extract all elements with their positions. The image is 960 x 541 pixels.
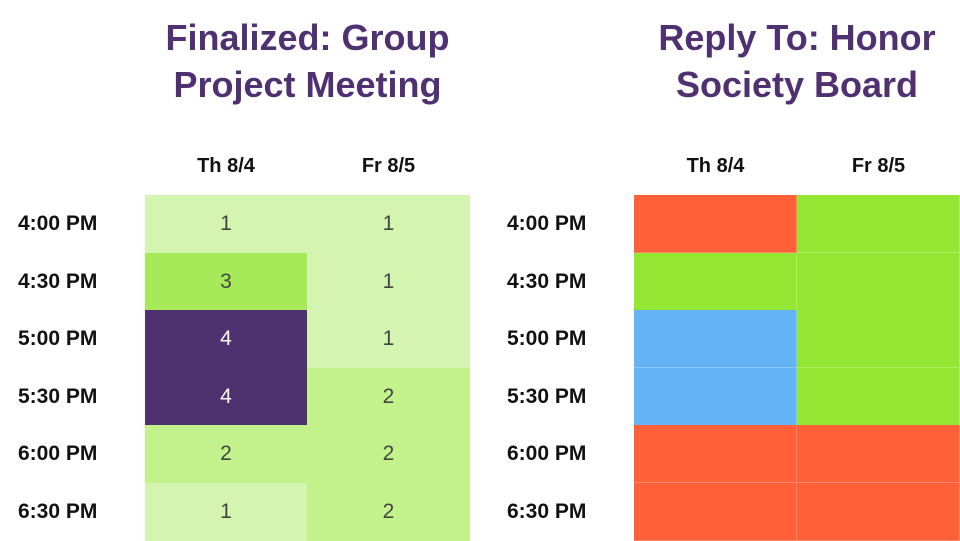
reply-availability-cell-available[interactable] bbox=[797, 252, 960, 311]
reply-time-label-4: 6:00 PM bbox=[507, 442, 587, 465]
reply-availability-cell-if-needed[interactable] bbox=[634, 367, 797, 426]
finalized-day-header-0: Th 8/4 bbox=[197, 155, 255, 177]
reply-title-line2: Society Board bbox=[675, 64, 919, 105]
reply-title-line1: Reply To: Honor bbox=[658, 17, 936, 58]
reply-day-header-1: Fr 8/5 bbox=[851, 155, 906, 177]
reply-availability-cell-available[interactable] bbox=[797, 367, 960, 426]
reply-time-label-1: 4:30 PM bbox=[507, 269, 587, 293]
reply-day-header-0: Th 8/4 bbox=[686, 155, 745, 177]
finalized-time-label-3: 5:30 PM bbox=[18, 384, 98, 408]
finalized-time-label-4: 6:00 PM bbox=[18, 442, 98, 465]
finalized-count-cell: 1 bbox=[307, 252, 470, 311]
finalized-count-cell: 3 bbox=[145, 252, 307, 311]
finalized-count-cell: 1 bbox=[307, 195, 470, 253]
finalized-time-label-5: 6:30 PM bbox=[18, 499, 98, 523]
finalized-day-header-1: Fr 8/5 bbox=[361, 155, 416, 177]
finalized-count-cell: 2 bbox=[307, 425, 470, 483]
finalized-count-cell: 1 bbox=[307, 310, 470, 368]
reply-availability-cell-unavailable[interactable] bbox=[634, 195, 797, 253]
finalized-count-cell: 2 bbox=[145, 425, 307, 483]
finalized-time-label-0: 4:00 PM bbox=[18, 212, 98, 235]
reply-time-label-3: 5:30 PM bbox=[507, 384, 587, 408]
reply-availability-cell-unavailable[interactable] bbox=[634, 425, 797, 483]
finalized-count-cell: 2 bbox=[307, 367, 470, 426]
finalized-count-cell: 1 bbox=[145, 195, 307, 253]
finalized-title-line2: Project Meeting bbox=[173, 64, 442, 105]
finalized-time-label-1: 4:30 PM bbox=[18, 269, 98, 293]
finalized-panel-title: Finalized: Group Project Meeting bbox=[145, 14, 470, 108]
reply-availability-cell-available[interactable] bbox=[634, 252, 797, 311]
reply-availability-cell-if-needed[interactable] bbox=[634, 310, 797, 368]
finalized-count-cell: 4 bbox=[145, 310, 307, 368]
reply-time-label-5: 6:30 PM bbox=[507, 499, 587, 523]
reply-availability-cell-available[interactable] bbox=[797, 310, 960, 368]
reply-availability-cell-available[interactable] bbox=[797, 195, 960, 253]
reply-time-label-2: 5:00 PM bbox=[507, 327, 587, 350]
finalized-title-line1: Finalized: Group bbox=[165, 17, 450, 58]
finalized-time-label-2: 5:00 PM bbox=[18, 327, 98, 350]
reply-availability-cell-unavailable[interactable] bbox=[797, 425, 960, 483]
reply-time-label-0: 4:00 PM bbox=[507, 212, 587, 235]
reply-availability-cell-unavailable[interactable] bbox=[797, 482, 960, 541]
reply-panel-title: Reply To: Honor Society Board bbox=[617, 14, 960, 108]
finalized-count-cell: 2 bbox=[307, 482, 470, 541]
finalized-count-cell: 1 bbox=[145, 482, 307, 541]
finalized-count-cell: 4 bbox=[145, 367, 307, 426]
reply-availability-cell-unavailable[interactable] bbox=[634, 482, 797, 541]
